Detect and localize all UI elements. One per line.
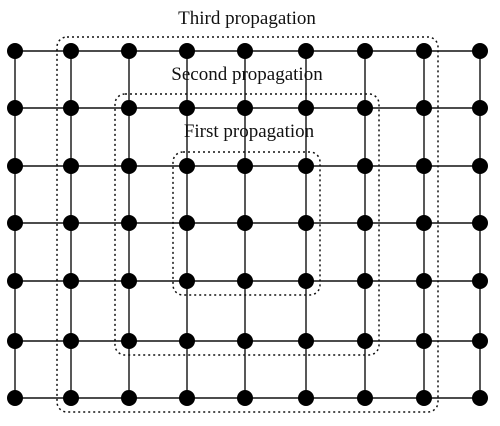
grid-node [121, 390, 137, 406]
grid-node [121, 43, 137, 59]
grid-node [7, 273, 23, 289]
grid-node [357, 273, 373, 289]
grid-node [472, 100, 488, 116]
propagation-region-boxes [56, 36, 439, 413]
first-propagation-box [172, 151, 321, 296]
grid-node [298, 43, 314, 59]
grid-node [179, 215, 195, 231]
grid-node [121, 273, 137, 289]
grid-node [416, 333, 432, 349]
second-propagation-label: Second propagation [171, 64, 323, 85]
grid-node [472, 43, 488, 59]
grid-node [63, 333, 79, 349]
grid-node [357, 333, 373, 349]
grid-node [416, 273, 432, 289]
grid-node [237, 215, 253, 231]
grid-node [121, 215, 137, 231]
grid-node [7, 43, 23, 59]
grid-node [298, 100, 314, 116]
grid-node [63, 100, 79, 116]
grid-node [416, 158, 432, 174]
grid-nodes [7, 43, 488, 406]
grid-node [237, 100, 253, 116]
grid-node [357, 158, 373, 174]
grid-node [472, 158, 488, 174]
grid-node [416, 100, 432, 116]
grid-node [179, 43, 195, 59]
grid-node [237, 273, 253, 289]
second-propagation-box [114, 93, 380, 356]
grid-node [121, 158, 137, 174]
grid-node [416, 215, 432, 231]
grid-node [63, 390, 79, 406]
grid-node [7, 390, 23, 406]
grid-node [298, 333, 314, 349]
grid-node [416, 390, 432, 406]
third-propagation-label: Third propagation [178, 8, 316, 29]
grid-node [298, 273, 314, 289]
grid-node [237, 333, 253, 349]
third-propagation-box [56, 36, 439, 413]
grid-node [237, 390, 253, 406]
grid-node [472, 390, 488, 406]
grid-node [472, 273, 488, 289]
grid-node [63, 215, 79, 231]
grid-node [237, 43, 253, 59]
grid-node [7, 158, 23, 174]
grid-node [298, 158, 314, 174]
grid-node [63, 43, 79, 59]
grid-node [63, 158, 79, 174]
grid-node [298, 390, 314, 406]
grid-node [179, 390, 195, 406]
grid-node [63, 273, 79, 289]
grid-node [416, 43, 432, 59]
grid-node [179, 273, 195, 289]
grid-node [179, 158, 195, 174]
grid-node [121, 333, 137, 349]
grid-node [179, 333, 195, 349]
grid-node [357, 390, 373, 406]
grid-node [298, 215, 314, 231]
grid-node [121, 100, 137, 116]
grid-node [357, 43, 373, 59]
grid-node [179, 100, 195, 116]
first-propagation-label: First propagation [184, 121, 315, 142]
grid-node [357, 100, 373, 116]
grid-node [472, 215, 488, 231]
grid-node [357, 215, 373, 231]
grid-node [7, 215, 23, 231]
grid-node [237, 158, 253, 174]
grid-node [472, 333, 488, 349]
grid-node [7, 333, 23, 349]
grid-node [7, 100, 23, 116]
